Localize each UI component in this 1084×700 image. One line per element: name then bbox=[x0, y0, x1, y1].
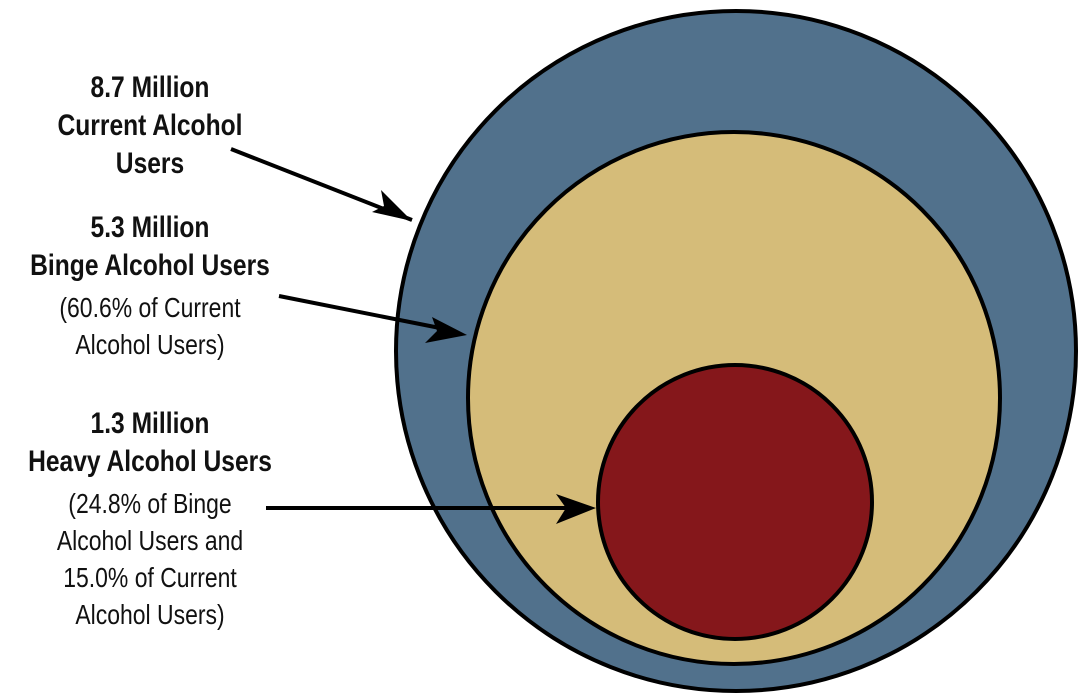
heavy-users-note-3: 15.0% of Current bbox=[63, 562, 237, 593]
current-users-label: 8.7 Million Current Alcohol Users bbox=[27, 69, 273, 183]
binge-users-note-2: Alcohol Users) bbox=[75, 329, 225, 360]
heavy-users-label: 1.3 Million Heavy Alcohol Users (24.8% o… bbox=[27, 405, 273, 633]
heavy-users-value: 1.3 Million bbox=[90, 407, 210, 440]
current-arrowhead bbox=[372, 190, 412, 221]
binge-users-value: 5.3 Million bbox=[90, 211, 210, 244]
heavy-users-note-4: Alcohol Users) bbox=[75, 599, 225, 630]
binge-users-label: 5.3 Million Binge Alcohol Users (60.6% o… bbox=[27, 209, 273, 363]
binge-users-arrow bbox=[278, 294, 451, 332]
heavy-users-circle bbox=[596, 363, 874, 641]
binge-users-note-1: (60.6% of Current bbox=[59, 292, 241, 323]
heavy-users-name: Heavy Alcohol Users bbox=[28, 445, 272, 478]
current-users-name: Current Alcohol Users bbox=[57, 109, 243, 180]
heavy-users-note-2: Alcohol Users and bbox=[56, 525, 244, 556]
heavy-users-note-1: (24.8% of Binge bbox=[68, 488, 232, 519]
heavy-arrowhead bbox=[556, 494, 596, 524]
current-users-value: 8.7 Million bbox=[90, 71, 210, 104]
binge-arrowhead bbox=[425, 317, 467, 343]
binge-users-name: Binge Alcohol Users bbox=[30, 249, 270, 282]
